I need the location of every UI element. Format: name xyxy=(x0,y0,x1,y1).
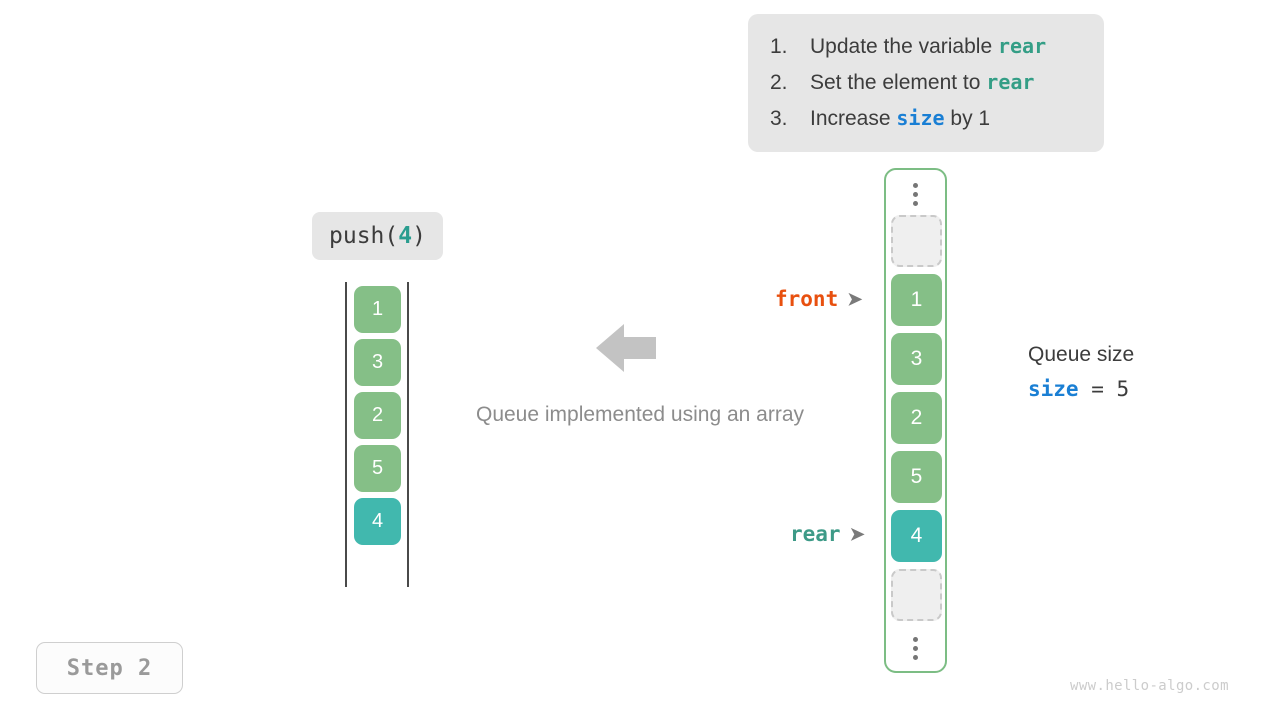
array-slot-empty xyxy=(891,569,942,621)
instruction-item: 2. Set the element to rear xyxy=(770,70,1104,106)
queue-cell: 2 xyxy=(354,392,401,439)
array-slot: 3 xyxy=(891,333,942,385)
ellipsis-icon-bottom xyxy=(886,628,945,668)
operation-name: push( xyxy=(329,223,399,249)
logical-queue-column: 1 3 2 5 4 xyxy=(340,282,416,587)
pointer-arrow-icon: ➤ xyxy=(849,523,865,544)
rear-pointer-label: rear xyxy=(790,522,841,546)
instruction-text-post: by 1 xyxy=(944,107,991,130)
instruction-text-pre: Update the variable xyxy=(810,35,998,58)
operation-label: push(4) xyxy=(312,212,443,260)
watermark: www.hello-algo.com xyxy=(1070,678,1229,694)
step-badge: Step 2 xyxy=(36,642,183,694)
instruction-code-keyword: rear xyxy=(986,70,1035,94)
array-slot: 5 xyxy=(891,451,942,503)
array-slot: 1 xyxy=(891,274,942,326)
queue-cell: 1 xyxy=(354,286,401,333)
array-column: 1 3 2 5 4 xyxy=(884,168,947,673)
instruction-item: 1. Update the variable rear xyxy=(770,34,1104,70)
size-value: 5 xyxy=(1116,377,1130,401)
ellipsis-icon-top xyxy=(886,174,945,214)
pointer-arrow-icon: ➤ xyxy=(847,288,863,309)
instruction-callout: 1. Update the variable rear 2. Set the e… xyxy=(748,14,1104,152)
instruction-code-keyword: size xyxy=(896,106,945,130)
queue-rail-left xyxy=(345,282,347,587)
instruction-text-pre: Set the element to xyxy=(810,71,987,94)
array-slot-empty xyxy=(891,215,942,267)
size-variable-name: size xyxy=(1028,377,1079,401)
instruction-number: 1. xyxy=(770,35,788,58)
instruction-code-keyword: rear xyxy=(997,34,1047,58)
queue-cell: 5 xyxy=(354,445,401,492)
operation-paren-close: ) xyxy=(412,223,426,249)
left-arrow-icon xyxy=(596,322,656,379)
instruction-number: 3. xyxy=(770,107,788,130)
diagram-caption: Queue implemented using an array xyxy=(475,403,805,426)
queue-size-title: Queue size xyxy=(1028,343,1135,366)
array-slot: 2 xyxy=(891,392,942,444)
queue-size-readout: Queue size size = 5 xyxy=(1028,343,1134,401)
front-pointer: front ➤ xyxy=(775,287,862,311)
queue-rail-right xyxy=(407,282,409,587)
queue-cell-new: 4 xyxy=(354,498,401,545)
front-pointer-label: front xyxy=(775,287,839,311)
operation-argument: 4 xyxy=(398,223,413,249)
instruction-text-pre: Increase xyxy=(810,107,897,130)
queue-size-expression: size = 5 xyxy=(1028,377,1134,401)
instruction-item: 3. Increase size by 1 xyxy=(770,106,1104,142)
rear-pointer: rear ➤ xyxy=(790,522,865,546)
queue-cell: 3 xyxy=(354,339,401,386)
array-slot-new: 4 xyxy=(891,510,942,562)
size-operator: = xyxy=(1078,377,1117,401)
instruction-number: 2. xyxy=(770,71,788,94)
